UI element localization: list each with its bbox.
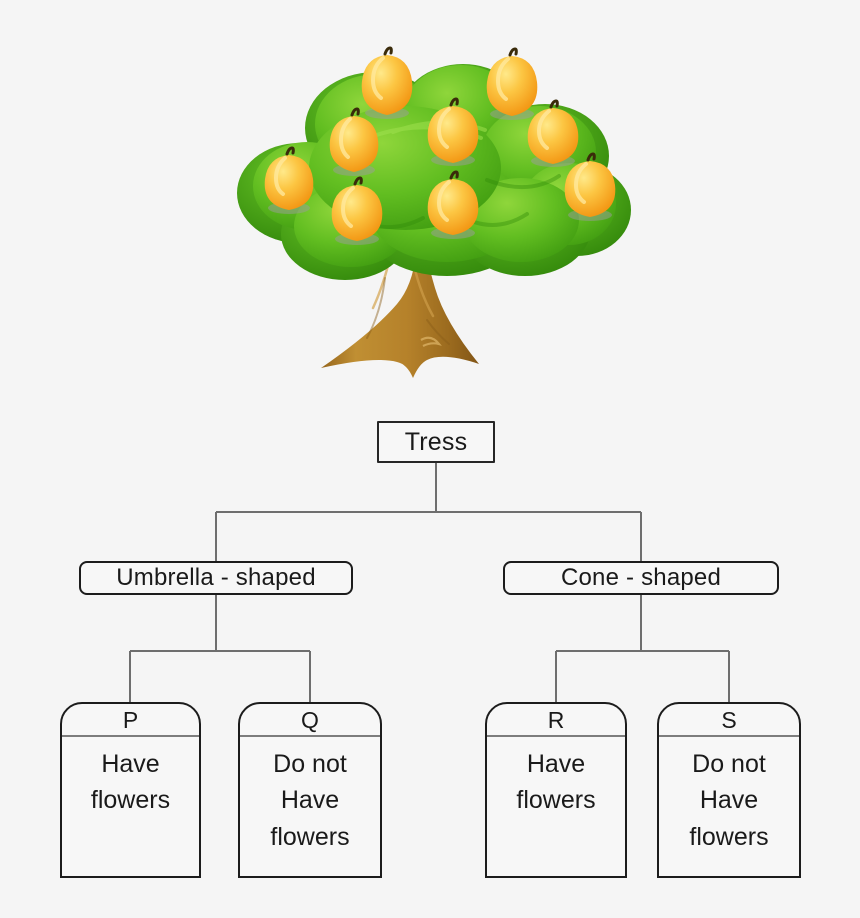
mango-fruit [264,146,314,214]
mango-fruit [427,170,479,239]
node-leaf-r-header: R [487,704,625,737]
node-leaf-q[interactable]: Q Do not Have flowers [238,702,382,878]
node-leaf-s-header: S [659,704,799,737]
node-leaf-p[interactable]: P Have flowers [60,702,201,878]
node-root-label: Tress [404,427,468,456]
node-leaf-s[interactable]: S Do not Have flowers [657,702,801,878]
node-umbrella-label: Umbrella - shaped [116,564,316,591]
mango-fruit [564,152,616,221]
mango-fruit [486,47,538,120]
node-leaf-p-header: P [62,704,199,737]
mango-fruit [331,176,383,245]
node-umbrella-shaped[interactable]: Umbrella - shaped [79,561,353,595]
node-leaf-q-body: Do not Have flowers [270,750,350,851]
mango-fruit [427,97,479,166]
node-cone-shaped[interactable]: Cone - shaped [503,561,779,595]
node-leaf-p-body: Have flowers [90,750,171,815]
mango-fruit [527,99,579,167]
mango-tree-illustration [225,28,635,420]
node-leaf-s-body: Do not Have flowers [689,750,769,851]
node-leaf-r[interactable]: R Have flowers [485,702,627,878]
node-cone-label: Cone - shaped [560,564,722,591]
node-leaf-r-body: Have flowers [516,750,596,815]
mango-fruit [329,107,379,176]
mango-fruits [264,46,616,245]
node-leaf-q-header: Q [240,704,380,737]
mango-fruit [361,46,413,119]
node-root-tress[interactable]: Tress [377,421,495,463]
